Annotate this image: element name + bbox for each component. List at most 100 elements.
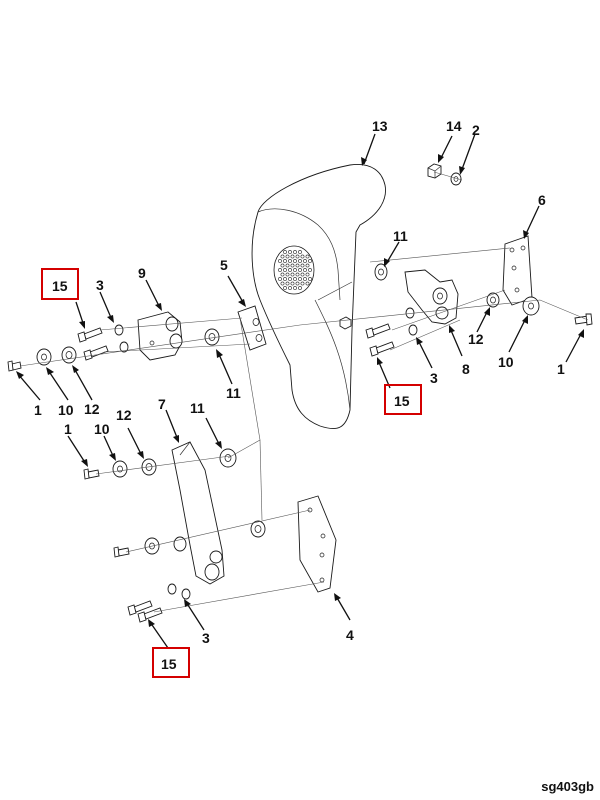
- part-3-nut-center-lower: [408, 324, 418, 336]
- mesh-hole: [280, 272, 285, 277]
- callout-4: 4: [346, 627, 354, 643]
- mesh-hole: [295, 254, 300, 259]
- callout-1-left: 1: [34, 402, 42, 418]
- callout-12-right: 12: [468, 331, 484, 347]
- callout-labels: 13 14 2 6 11 15 3 9 5 11 1 10 12 15 3 8 …: [34, 118, 565, 672]
- mesh-hole: [298, 268, 302, 272]
- part-3-nut-upper-left: [114, 324, 124, 336]
- part-5-plate: [237, 305, 267, 351]
- callout-10-middle: 10: [94, 421, 110, 437]
- part-8-mount-bracket: [404, 269, 459, 325]
- part-9-bracket: [137, 311, 183, 361]
- part-15-bolt-upper-left: [77, 327, 103, 343]
- part-15-bolt-center-lower: [369, 341, 395, 357]
- callout-1-right: 1: [557, 361, 565, 377]
- callout-5: 5: [220, 257, 228, 273]
- callout-11-lower: 11: [190, 400, 205, 416]
- callout-3-center: 3: [430, 370, 438, 386]
- highlight-boxes: [41, 268, 422, 678]
- callout-12-left: 12: [84, 401, 100, 417]
- part-3-nut-lower-a: [167, 583, 177, 595]
- callout-6: 6: [538, 192, 546, 208]
- mesh-hole: [295, 272, 300, 277]
- part-6-bracket-plate: [502, 235, 533, 306]
- callout-7: 7: [158, 396, 166, 412]
- leader-arrows: [16, 133, 584, 649]
- callout-11-right: 11: [393, 228, 408, 244]
- part-3-nut-lower-b: [181, 588, 191, 600]
- mesh-hole: [308, 277, 312, 281]
- mesh-hole: [283, 286, 287, 290]
- mesh-hole: [290, 263, 295, 268]
- mesh-hole: [278, 259, 282, 263]
- part-15-bolt-lower-a: [127, 600, 153, 616]
- mesh-hole: [300, 281, 305, 286]
- mesh-hole: [278, 268, 282, 272]
- mesh-hole: [288, 277, 292, 281]
- mesh-hole: [300, 254, 305, 259]
- mesh-hole: [293, 259, 297, 263]
- part-13-cover: [251, 164, 386, 430]
- part-bolt-lower-left: [113, 546, 130, 558]
- mesh-hole: [305, 272, 310, 277]
- part-10-washer-middle: [112, 460, 128, 478]
- assembly-guide-lines: [19, 171, 589, 613]
- mesh-hole: [303, 259, 307, 263]
- callout-14: 14: [446, 118, 462, 134]
- mesh-hole: [288, 286, 292, 290]
- part-15-bolt-lower-b: [137, 607, 163, 623]
- part-11-spacer-upper-left: [204, 328, 220, 346]
- mesh-hole: [295, 281, 300, 286]
- mesh-hole: [283, 268, 287, 272]
- mesh-hole: [288, 250, 292, 254]
- mesh-hole: [290, 281, 295, 286]
- mesh-hole: [293, 286, 297, 290]
- mesh-hole: [288, 268, 292, 272]
- mesh-hole: [285, 281, 290, 286]
- mesh-hole: [305, 263, 310, 268]
- part-spacer-lower-mid: [250, 520, 266, 538]
- mesh-hole: [283, 259, 287, 263]
- callout-10-left: 10: [58, 402, 74, 418]
- part-nut-on-cover: [339, 316, 352, 330]
- mesh-hole: [283, 250, 287, 254]
- mesh-hole: [300, 272, 305, 277]
- mesh-hole: [308, 259, 312, 263]
- part-7-arm: [171, 441, 225, 585]
- mesh-hole: [290, 254, 295, 259]
- mesh-hole: [298, 277, 302, 281]
- mesh-hole: [303, 277, 307, 281]
- highlight-box-15-center: [384, 384, 422, 415]
- callout-12-middle: 12: [116, 407, 132, 423]
- part-4-plate: [297, 495, 337, 593]
- mesh-hole: [285, 254, 290, 259]
- mesh-hole: [288, 259, 292, 263]
- mesh-hole: [283, 277, 287, 281]
- mesh-hole: [285, 263, 290, 268]
- mesh-hole: [295, 263, 300, 268]
- part-14-nut: [427, 163, 442, 179]
- mesh-hole: [298, 259, 302, 263]
- part-12-spacer-right: [486, 292, 500, 308]
- mesh-hole: [280, 281, 285, 286]
- mesh-hole: [298, 250, 302, 254]
- highlight-box-15-upper-left: [41, 268, 79, 300]
- part-10-washer-left: [36, 348, 52, 366]
- callout-1-middle: 1: [64, 421, 72, 437]
- part-10-washer-right: [522, 296, 540, 316]
- mesh-hole: [300, 263, 305, 268]
- mesh-hole: [278, 277, 282, 281]
- mesh-hole: [293, 277, 297, 281]
- mesh-hole: [290, 272, 295, 277]
- mesh-hole: [305, 281, 310, 286]
- part-1-bolt-right: [574, 313, 593, 326]
- part-13-mesh-grille: [273, 245, 315, 295]
- part-bolt-left-middle: [83, 345, 109, 361]
- part-15-bolt-center-upper: [365, 323, 391, 339]
- mesh-hole: [285, 272, 290, 277]
- callout-8: 8: [462, 361, 470, 377]
- callout-3-lower: 3: [202, 630, 210, 646]
- part-1-bolt-left: [7, 360, 22, 372]
- callout-9: 9: [138, 265, 146, 281]
